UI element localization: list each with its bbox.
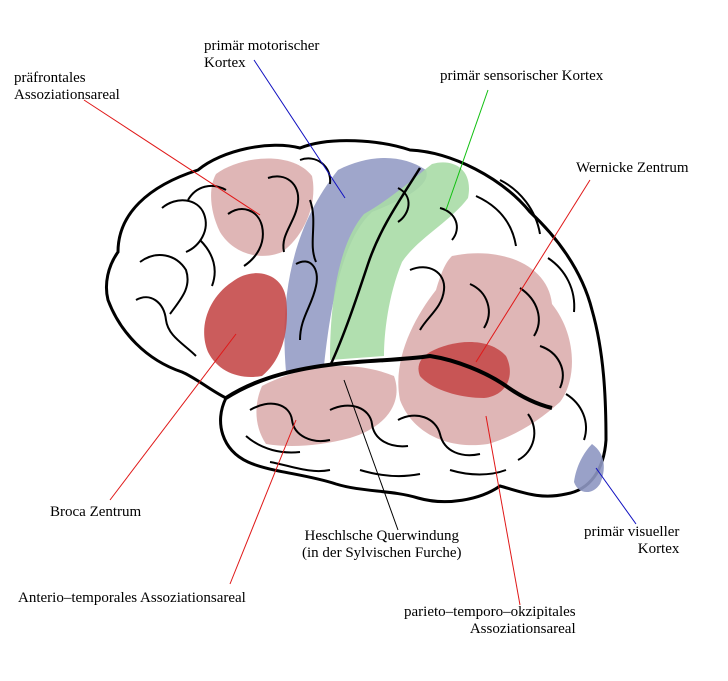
leader-parieto xyxy=(485,415,521,606)
label-motor-cortex: primär motorischer Kortex xyxy=(204,38,319,72)
wernicke-area xyxy=(418,342,510,398)
leader-broca xyxy=(109,333,237,501)
leader-anterior-temporal xyxy=(229,419,297,585)
label-pto-line1: parieto–temporo–okzipitales xyxy=(404,604,576,620)
label-pto-line2: Assoziationsareal xyxy=(469,621,576,637)
broca-area xyxy=(204,273,287,377)
label-anterior-temporal: Anterio–temporales Assoziationsareal xyxy=(18,590,246,606)
leader-motor xyxy=(253,59,346,199)
label-heschl-line2: (in der Sylvischen Furche) xyxy=(302,545,462,561)
label-motor-line2: Kortex xyxy=(204,55,246,71)
label-visual-line2: Kortex xyxy=(637,541,680,557)
label-motor-line1: primär motorischer xyxy=(204,38,320,54)
label-broca: Broca Zentrum xyxy=(50,504,142,520)
leader-wernicke xyxy=(475,179,591,363)
label-prefrontal-line2: Assoziationsareal xyxy=(14,87,120,103)
leader-sensory xyxy=(445,89,489,211)
label-heschl-line1: Heschlsche Querwindung xyxy=(304,528,460,544)
label-prefrontal-line1: präfrontales xyxy=(14,70,86,86)
sensory-cortex-area xyxy=(330,162,470,360)
label-prefrontal: präfrontales Assoziationsareal xyxy=(14,70,120,104)
motor-cortex-area xyxy=(284,158,427,372)
label-wernicke: Wernicke Zentrum xyxy=(576,160,689,176)
visual-cortex-area xyxy=(574,444,604,493)
sylvian-fissure xyxy=(224,353,553,410)
label-parieto-temporo-occipital: parieto–temporo–okzipitales Assoziations… xyxy=(404,604,576,638)
gyri-lines xyxy=(135,157,587,478)
label-visual-cortex: primär visueller Kortex xyxy=(584,524,679,558)
leader-heschl xyxy=(343,379,399,531)
central-sulcus xyxy=(328,167,422,367)
label-heschl: Heschlsche Querwindung (in der Sylvische… xyxy=(302,528,462,562)
leader-prefrontal xyxy=(83,99,261,216)
anterior-temporal-association-area xyxy=(256,365,397,446)
label-visual-line1: primär visueller xyxy=(584,524,680,540)
leader-visual xyxy=(595,467,637,525)
label-sensory-cortex: primär sensorischer Kortex xyxy=(440,68,604,84)
